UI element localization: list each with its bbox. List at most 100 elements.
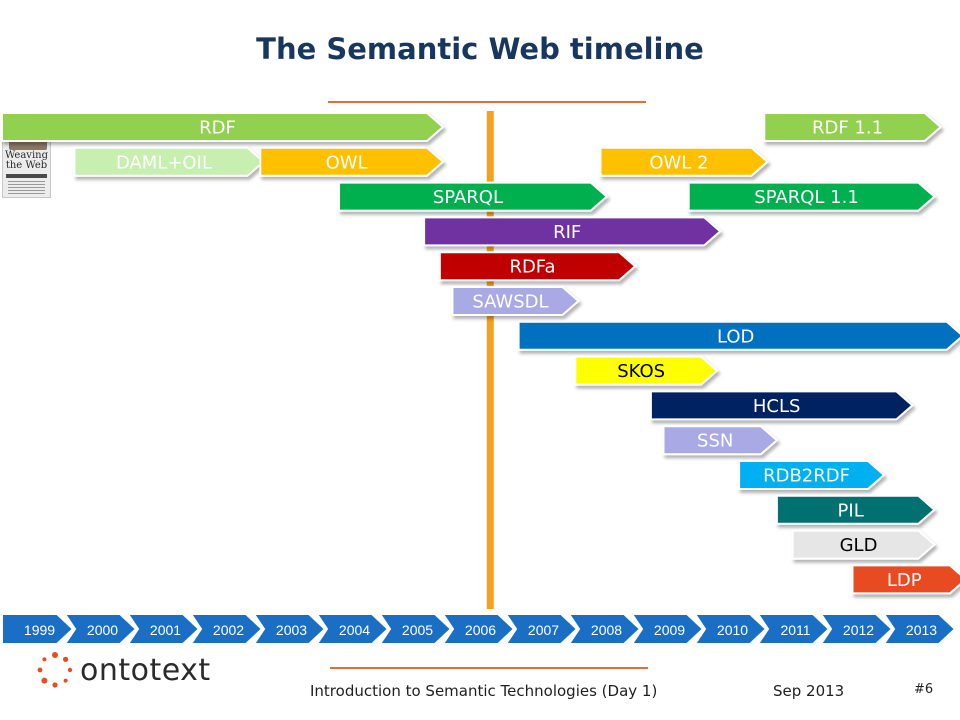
bar-rdf: RDF	[1, 112, 445, 142]
year-label-2013: 2013	[906, 622, 937, 638]
bar-shape-pil	[775, 494, 936, 525]
book-blurb-text	[8, 181, 45, 195]
bar-label-skos: SKOS	[617, 361, 665, 382]
bar-shape-lod	[517, 320, 960, 351]
bar-label-rif: RIF	[553, 222, 581, 243]
bar-rdb2rdf: RDB2RDF	[738, 460, 886, 490]
bar-label-rdf: RDF	[199, 118, 236, 139]
year-label-2000: 2000	[87, 622, 118, 638]
year-label-2010: 2010	[717, 622, 748, 638]
footer-course-title: Introduction to Semantic Technologies (D…	[310, 682, 658, 700]
footer-slide-number: #6	[914, 682, 934, 697]
year-cell-2010	[693, 613, 768, 645]
year-cell-2002	[189, 613, 264, 645]
bar-label-owl-2: OWL 2	[649, 152, 708, 173]
bar-shape-sparql	[338, 181, 609, 212]
year-label-2006: 2006	[465, 622, 496, 638]
bar-owl: OWL	[259, 146, 445, 177]
bar-shape-sawsdl	[451, 286, 580, 316]
bar-label-owl: OWL	[326, 152, 368, 173]
year-cell-2005	[378, 613, 453, 645]
bar-shape-owl-2	[599, 146, 769, 177]
bar-shape-daml-oil	[73, 146, 265, 177]
year-label-2002: 2002	[213, 622, 244, 638]
bar-label-pil: PIL	[838, 500, 864, 521]
bar-ldp: LDP	[851, 564, 960, 595]
year-label-1999: 1999	[24, 622, 55, 638]
bar-hcls: HCLS	[649, 390, 914, 421]
bar-shape-rdf-1-1	[763, 112, 943, 142]
bar-rdfa: RDFa	[438, 251, 637, 282]
bar-shape-gld	[791, 529, 936, 560]
current-year-marker-line	[486, 111, 494, 609]
bar-pil: PIL	[775, 494, 936, 525]
year-cell-2000	[63, 613, 138, 645]
bar-label-sparql-1-1: SPARQL 1.1	[754, 187, 859, 208]
book-title: Weaving the Web	[4, 150, 49, 171]
bar-label-daml-oil: DAML+OIL	[116, 152, 212, 173]
bar-sparql-1-1: SPARQL 1.1	[687, 181, 936, 212]
year-cell-2012	[819, 613, 894, 645]
footer-date: Sep 2013	[773, 682, 845, 700]
bar-shape-rif	[423, 216, 722, 247]
year-cell-2009	[630, 613, 705, 645]
year-label-2008: 2008	[591, 622, 622, 638]
bar-sparql: SPARQL	[338, 181, 609, 212]
bar-shape-ldp	[851, 564, 960, 595]
year-cell-2006	[441, 613, 516, 645]
year-label-2003: 2003	[276, 622, 307, 638]
year-label-2001: 2001	[150, 622, 181, 638]
title-underline	[328, 101, 646, 103]
year-label-2009: 2009	[654, 622, 685, 638]
bar-ssn: SSN	[662, 425, 779, 456]
bar-label-ssn: SSN	[697, 431, 733, 452]
bar-gld: GLD	[791, 529, 936, 560]
bar-label-gld: GLD	[840, 535, 878, 556]
bar-shape-rdb2rdf	[738, 460, 886, 490]
ontotext-logo-icon	[37, 652, 73, 688]
bar-label-rdfa: RDFa	[509, 257, 555, 278]
bar-lod: LOD	[517, 320, 960, 351]
year-label-2011: 2011	[780, 622, 810, 638]
bar-shape-owl	[259, 146, 445, 177]
year-cell-1999	[1, 613, 75, 645]
year-label-2005: 2005	[402, 622, 433, 638]
bar-rif: RIF	[423, 216, 722, 247]
book-author-strip	[6, 174, 47, 178]
bar-label-hcls: HCLS	[753, 396, 801, 417]
year-label-2012: 2012	[843, 622, 874, 638]
bar-label-sawsdl: SAWSDL	[472, 292, 548, 313]
year-cell-2007	[504, 613, 579, 645]
bar-shape-rdfa	[438, 251, 637, 282]
year-cell-2003	[252, 613, 327, 645]
year-axis: 1999 2000 2001 2002 2003 2004 2005 2006 2007 2008…	[1, 613, 957, 645]
bar-shape-sparql-1-1	[687, 181, 936, 212]
year-cell-2004	[315, 613, 390, 645]
bar-rdf-1-1: RDF 1.1	[763, 112, 943, 142]
footer-rule	[330, 667, 648, 669]
bar-shape-hcls	[649, 390, 914, 421]
bar-label-rdb2rdf: RDB2RDF	[763, 466, 850, 487]
bar-label-sparql: SPARQL	[433, 187, 503, 208]
logo-wordmark: ontotext	[80, 652, 211, 688]
bar-label-lod: LOD	[717, 326, 754, 347]
bar-skos: SKOS	[574, 355, 719, 386]
bar-sawsdl: SAWSDL	[451, 286, 580, 316]
year-cell-2001	[126, 613, 201, 645]
year-cell-2008	[567, 613, 642, 645]
bar-label-ldp: LDP	[887, 570, 922, 591]
bar-label-rdf-1-1: RDF 1.1	[812, 118, 883, 139]
bar-daml-oil: DAML+OIL	[73, 146, 265, 177]
bar-owl-2: OWL 2	[599, 146, 769, 177]
year-cell-2011	[756, 613, 831, 645]
year-cell-2013	[882, 613, 957, 645]
bar-shape-rdf	[1, 112, 445, 142]
slide-title: The Semantic Web timeline	[256, 32, 704, 66]
year-label-2007: 2007	[528, 622, 559, 638]
year-label-2004: 2004	[339, 622, 370, 638]
ontotext-logo: ontotext	[36, 650, 211, 690]
bar-shape-skos	[574, 355, 719, 386]
bar-shape-ssn	[662, 425, 779, 456]
